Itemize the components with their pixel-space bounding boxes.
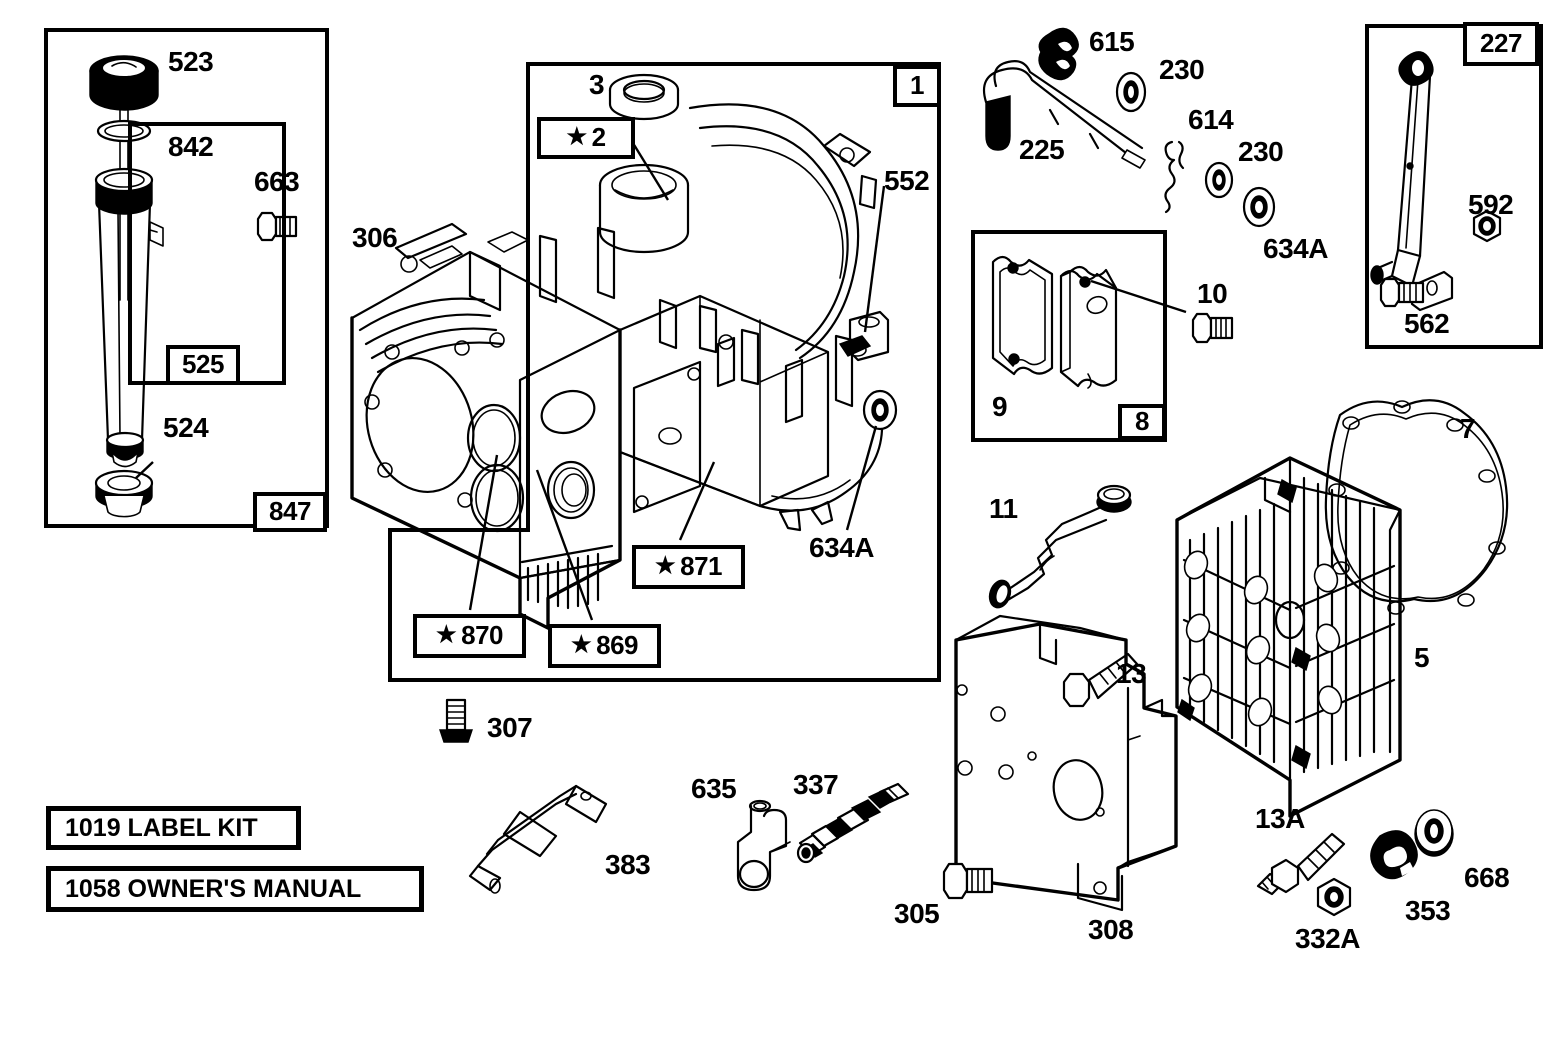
callout-225: 225 (1019, 134, 1065, 165)
star-icon: ★ (435, 620, 457, 647)
callout-615: 615 (1089, 26, 1135, 57)
callout-524: 524 (163, 412, 209, 443)
badge-869-text: 869 (596, 630, 638, 660)
callout-5: 5 (1414, 642, 1430, 673)
callout-10: 10 (1197, 278, 1228, 309)
callout-634a-gov: 634A (1263, 233, 1328, 264)
callout-3: 3 (589, 69, 605, 100)
badge-870-text: 870 (461, 620, 503, 650)
label-kit-plate: 1019 LABEL KIT (46, 806, 301, 850)
star-icon: ★ (570, 630, 592, 657)
callout-308: 308 (1088, 914, 1134, 945)
callout-7: 7 (1460, 413, 1476, 444)
badge-227-text: 227 (1480, 28, 1522, 58)
callout-13: 13 (1116, 658, 1147, 689)
callout-383: 383 (605, 849, 651, 880)
callout-230-upper: 230 (1159, 54, 1205, 85)
cylinder-block-frame-left (388, 528, 548, 682)
badge-847-text: 847 (269, 496, 311, 526)
star-icon: ★ (654, 551, 676, 578)
callout-552: 552 (884, 165, 930, 196)
callout-337: 337 (793, 769, 839, 800)
callout-592: 592 (1468, 189, 1514, 220)
callout-306: 306 (352, 222, 398, 253)
badge-star-2: ★ 2 (537, 117, 635, 159)
dipstick-assembly-frame (44, 28, 329, 528)
callout-523: 523 (168, 46, 214, 77)
callout-668: 668 (1464, 862, 1510, 893)
badge-1: 1 (893, 65, 941, 107)
badge-8: 8 (1118, 404, 1166, 440)
callout-614: 614 (1188, 104, 1234, 135)
head-gasket-artwork (1324, 399, 1509, 615)
owners-manual-plate: 1058 OWNER'S MANUAL (46, 866, 424, 912)
callout-307: 307 (487, 712, 533, 743)
badge-847: 847 (253, 492, 327, 532)
callout-9: 9 (992, 391, 1008, 422)
cylinder-block-frame-right (526, 62, 941, 682)
cylinder-block-frame-upper-left-edge (526, 62, 530, 532)
badge-2-text: 2 (591, 122, 606, 152)
badge-star-869: ★ 869 (548, 624, 661, 668)
callout-13a: 13A (1255, 803, 1305, 834)
badge-525-text: 525 (182, 349, 224, 379)
callout-332a: 332A (1295, 923, 1360, 954)
lower-tools-artwork (468, 782, 910, 894)
badge-871-text: 871 (680, 551, 722, 581)
badge-227: 227 (1463, 22, 1539, 66)
callout-634a-block: 634A (809, 532, 874, 563)
callout-305: 305 (894, 898, 940, 929)
badge-star-871: ★ 871 (632, 545, 745, 589)
cylinder-block-frame-step-edge (388, 528, 530, 532)
governor-control-frame (1365, 24, 1543, 349)
callout-353: 353 (1405, 895, 1451, 926)
callout-230-lower: 230 (1238, 136, 1284, 167)
label-kit-text: 1019 LABEL KIT (65, 813, 258, 842)
callout-663: 663 (254, 166, 300, 197)
badge-8-text: 8 (1135, 406, 1149, 436)
callout-842: 842 (168, 131, 214, 162)
star-icon: ★ (566, 122, 587, 149)
badge-525: 525 (166, 345, 240, 385)
badge-1-text: 1 (910, 70, 924, 100)
callout-11: 11 (989, 493, 1018, 524)
callout-635: 635 (691, 773, 737, 804)
breather-assembly-frame (971, 230, 1167, 442)
badge-star-870: ★ 870 (413, 614, 526, 658)
owners-manual-text: 1058 OWNER'S MANUAL (65, 874, 362, 903)
callout-562: 562 (1404, 308, 1450, 339)
